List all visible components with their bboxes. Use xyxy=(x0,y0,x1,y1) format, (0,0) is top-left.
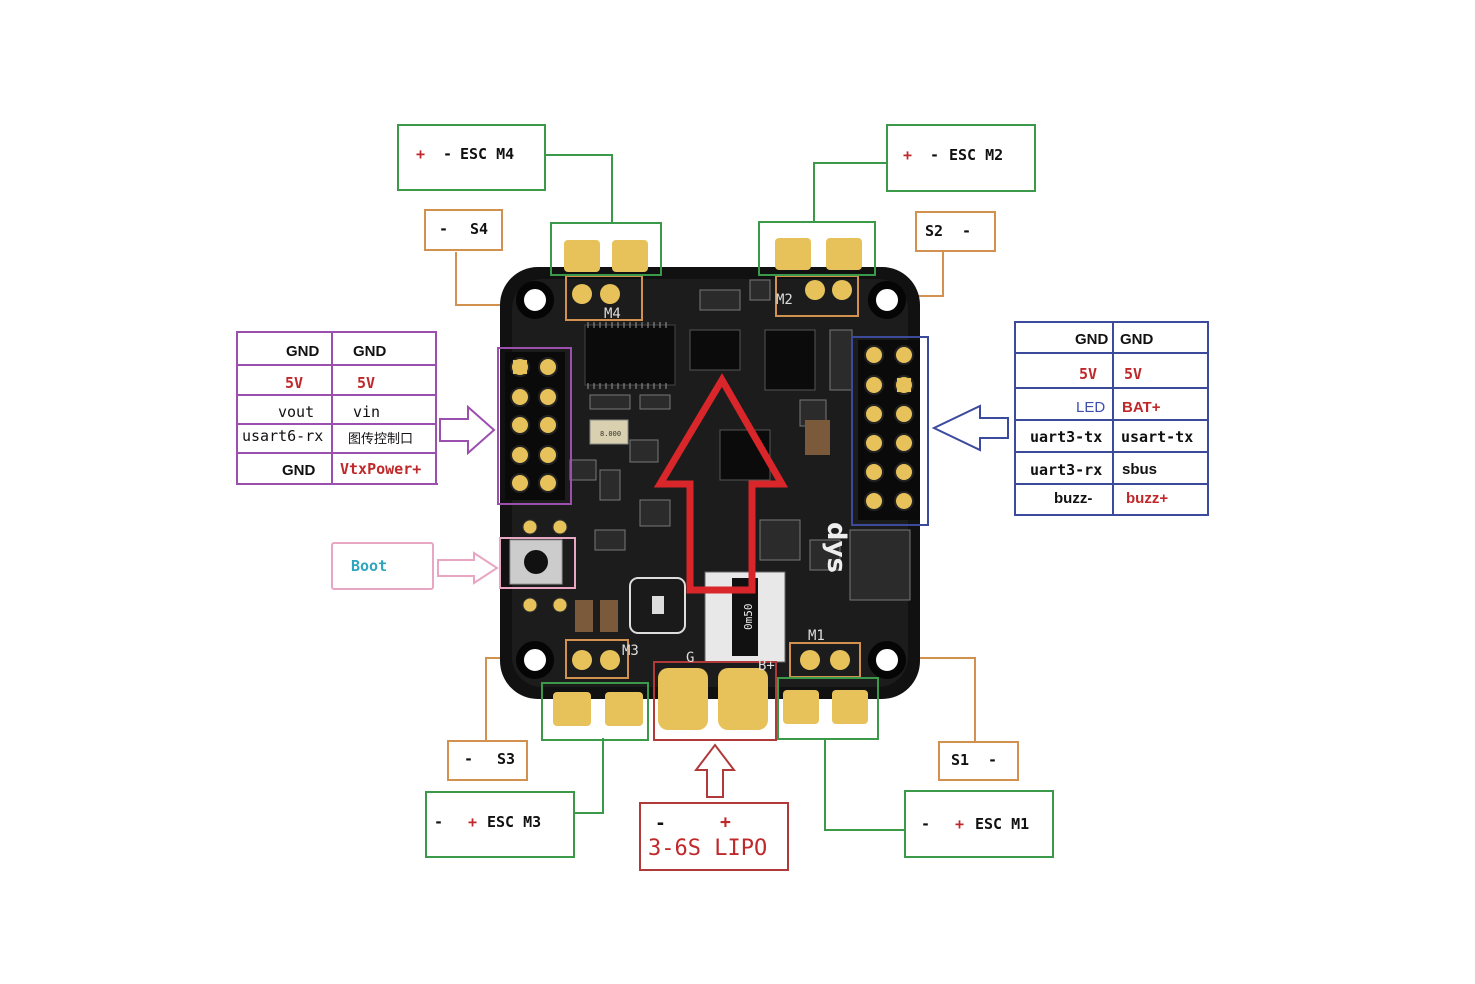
left-row2-b: 5V xyxy=(357,374,376,392)
s2-label: S2 xyxy=(925,222,944,240)
esc-m3-box xyxy=(425,791,575,858)
esc-m2-minus: - xyxy=(930,146,940,164)
right-pin-table: GND GND 5V 5V LED BAT+ uart3-tx usart-tx… xyxy=(1014,321,1210,516)
left-row3-b: vin xyxy=(353,403,381,421)
left-row1-a: GND xyxy=(286,343,320,360)
right-row6-b: buzz+ xyxy=(1126,490,1169,507)
mount-hole-tr xyxy=(868,281,906,319)
right-row4-b: usart-tx xyxy=(1121,428,1194,446)
line-esc-m4 xyxy=(545,154,613,223)
mount-hole-tl xyxy=(516,281,554,319)
esc-m2-plus: + xyxy=(903,146,913,164)
main-mcu xyxy=(584,324,676,386)
mount-hole-bl xyxy=(516,641,554,679)
left-row3-a: vout xyxy=(278,403,315,421)
esc-m3-minus: - xyxy=(434,813,444,831)
esc-m1-plus: + xyxy=(955,815,965,833)
right-row2-b: 5V xyxy=(1124,365,1143,383)
lipo-label: 3-6S LIPO xyxy=(648,836,768,861)
svg-text:M4: M4 xyxy=(604,306,621,322)
arrow-left-header xyxy=(439,404,496,456)
left-row5-b: VtxPower+ xyxy=(340,460,422,478)
svg-text:B+: B+ xyxy=(758,658,775,674)
right-row3-a: LED xyxy=(1076,399,1106,416)
s3-box xyxy=(447,740,528,781)
s1-minus: - xyxy=(988,751,998,769)
s3-minus: - xyxy=(464,750,474,768)
s4-box xyxy=(424,209,503,251)
left-row5-a: GND xyxy=(282,462,316,479)
esc-m1-minus: - xyxy=(921,815,931,833)
arrow-lipo xyxy=(693,743,737,798)
esc-m1-label: ESC M1 xyxy=(975,815,1030,833)
s4-label: S4 xyxy=(470,220,489,238)
esc-m4-minus: - xyxy=(443,145,453,163)
s1-label: S1 xyxy=(951,751,970,769)
left-row1-b: GND xyxy=(353,343,387,360)
svg-text:dys: dys xyxy=(821,522,851,573)
boot-label: Boot xyxy=(351,557,388,575)
lipo-minus: - xyxy=(655,813,666,834)
right-row4-a: uart3-tx xyxy=(1030,428,1103,446)
left-row4-b: 图传控制口 xyxy=(348,432,414,447)
svg-text:0m50: 0m50 xyxy=(742,604,755,631)
s3-label: S3 xyxy=(497,750,516,768)
svg-text:8.000: 8.000 xyxy=(600,430,621,438)
line-esc-m3 xyxy=(575,738,604,814)
svg-text:M2: M2 xyxy=(776,292,793,308)
arrow-boot xyxy=(437,551,499,585)
right-row2-a: 5V xyxy=(1079,365,1098,383)
left-pin-table: GND GND 5V 5V vout vin usart6-rx 图传控制口 G… xyxy=(236,331,438,485)
mount-hole-br xyxy=(868,641,906,679)
right-row6-a: buzz- xyxy=(1054,490,1093,507)
left-row2-a: 5V xyxy=(285,374,304,392)
s1-box xyxy=(938,741,1019,781)
esc-m4-plus: + xyxy=(416,145,426,163)
esc-m4-box xyxy=(397,124,546,191)
svg-text:M3: M3 xyxy=(622,643,639,659)
right-row1-a: GND xyxy=(1075,331,1109,348)
line-esc-m1 xyxy=(824,738,905,831)
right-pin-header xyxy=(858,340,920,520)
ic-gyro xyxy=(689,329,741,371)
right-row5-b: sbus xyxy=(1122,461,1158,478)
right-row1-b: GND xyxy=(1120,331,1154,348)
line-esc-m2 xyxy=(813,162,887,223)
s2-box xyxy=(915,211,996,252)
boot-box xyxy=(331,542,434,590)
s4-minus: - xyxy=(439,220,449,238)
right-row5-a: uart3-rx xyxy=(1030,461,1103,479)
capacitor xyxy=(805,420,830,455)
esc-m1-box xyxy=(904,790,1054,858)
lipo-plus: + xyxy=(720,812,731,833)
esc-m3-plus: + xyxy=(468,813,478,831)
esc-m3-label: ESC M3 xyxy=(487,813,542,831)
svg-text:M1: M1 xyxy=(808,628,825,644)
orientation-arrow xyxy=(653,373,789,594)
s2-minus: - xyxy=(962,222,972,240)
left-pin-header xyxy=(505,352,565,500)
esc-m2-label: ESC M2 xyxy=(949,146,1004,164)
esc-m2-box xyxy=(886,124,1036,192)
arrow-right-header xyxy=(931,404,1009,452)
ic-right xyxy=(764,329,816,391)
right-row3-b: BAT+ xyxy=(1122,399,1161,416)
svg-text:G: G xyxy=(686,650,694,666)
esc-m4-label: ESC M4 xyxy=(460,145,515,163)
left-row4-a: usart6-rx xyxy=(242,427,324,445)
crystal xyxy=(589,419,629,445)
lipo-box xyxy=(639,802,789,871)
